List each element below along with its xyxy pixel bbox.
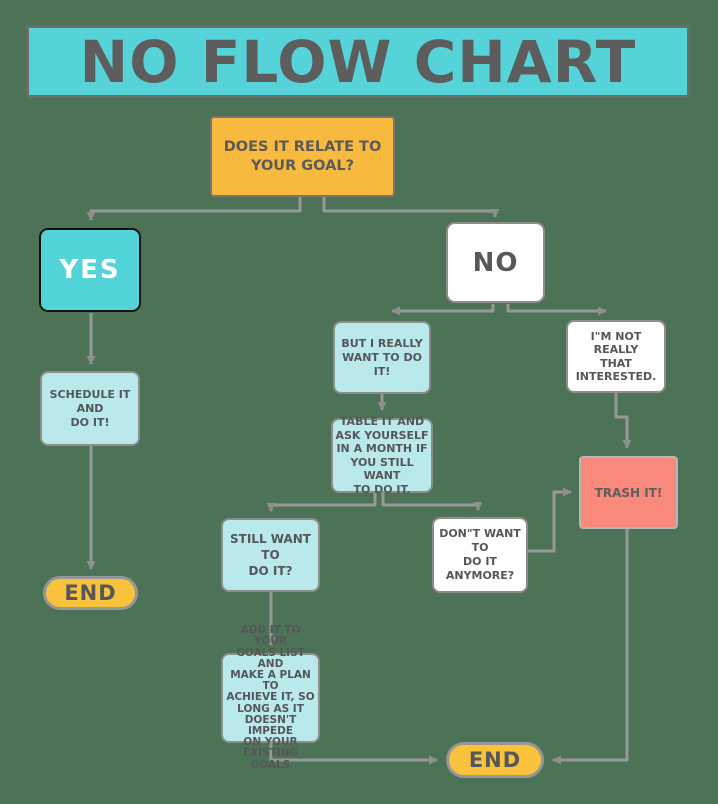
node-label: BUT I REALLY WANT TO DO IT! bbox=[341, 336, 423, 378]
title-banner: NO FLOW CHART bbox=[26, 25, 690, 98]
node-end-right: END bbox=[446, 742, 544, 778]
connector-table-it-to-still-want bbox=[266, 493, 377, 512]
node-label: DON"T WANT TO DO IT ANYMORE? bbox=[439, 527, 521, 582]
node-label: END bbox=[468, 748, 522, 772]
connector-question-to-yes bbox=[86, 197, 302, 221]
node-no: NO bbox=[446, 222, 545, 303]
connector-question-to-no bbox=[322, 197, 500, 218]
connector-no-to-not-interested bbox=[506, 304, 607, 316]
connector-not-interested-to-trash bbox=[614, 393, 632, 449]
node-label: TABLE IT AND ASK YOURSELF IN A MONTH IF … bbox=[335, 415, 429, 496]
node-label: SCHEDULE IT AND DO IT! bbox=[49, 387, 131, 429]
node-add-to-goals-list: ADD IT TO YOUR GOALS LIST AND MAKE A PLA… bbox=[221, 625, 320, 770]
connector-trash-to-end-right bbox=[552, 529, 629, 765]
node-label: END bbox=[64, 581, 117, 605]
node-label: ADD IT TO YOUR GOALS LIST AND MAKE A PLA… bbox=[226, 624, 315, 771]
node-still-want-to-do-it: STILL WANT TO DO IT? bbox=[221, 518, 320, 592]
node-label: YES bbox=[59, 255, 121, 285]
connector-table-it-to-dont-want bbox=[381, 493, 483, 511]
node-dont-want-anymore: DON"T WANT TO DO IT ANYMORE? bbox=[432, 517, 528, 593]
node-yes: YES bbox=[39, 228, 141, 312]
node-schedule-it: SCHEDULE IT AND DO IT! bbox=[40, 371, 140, 446]
node-label: DOES IT RELATE TO YOUR GOAL? bbox=[223, 138, 382, 174]
node-not-really-interested: I"M NOT REALLY THAT INTERESTED. bbox=[566, 320, 666, 393]
node-label: TRASH IT! bbox=[594, 485, 663, 500]
node-trash-it: TRASH IT! bbox=[579, 456, 678, 529]
connector-no-to-really-want bbox=[391, 304, 495, 316]
node-really-want-to-do-it: BUT I REALLY WANT TO DO IT! bbox=[333, 321, 431, 394]
connector-add-goals-to-end-right bbox=[269, 743, 438, 765]
node-label: I"M NOT REALLY THAT INTERESTED. bbox=[575, 329, 657, 384]
node-label: STILL WANT TO DO IT? bbox=[230, 532, 311, 578]
chart-title: NO FLOW CHART bbox=[79, 27, 637, 96]
node-table-it: TABLE IT AND ASK YOURSELF IN A MONTH IF … bbox=[331, 415, 433, 496]
node-end-left: END bbox=[43, 576, 138, 610]
connector-dont-want-to-trash bbox=[528, 487, 572, 553]
node-question-relate-to-goal: DOES IT RELATE TO YOUR GOAL? bbox=[210, 116, 395, 197]
node-label: NO bbox=[472, 247, 519, 278]
